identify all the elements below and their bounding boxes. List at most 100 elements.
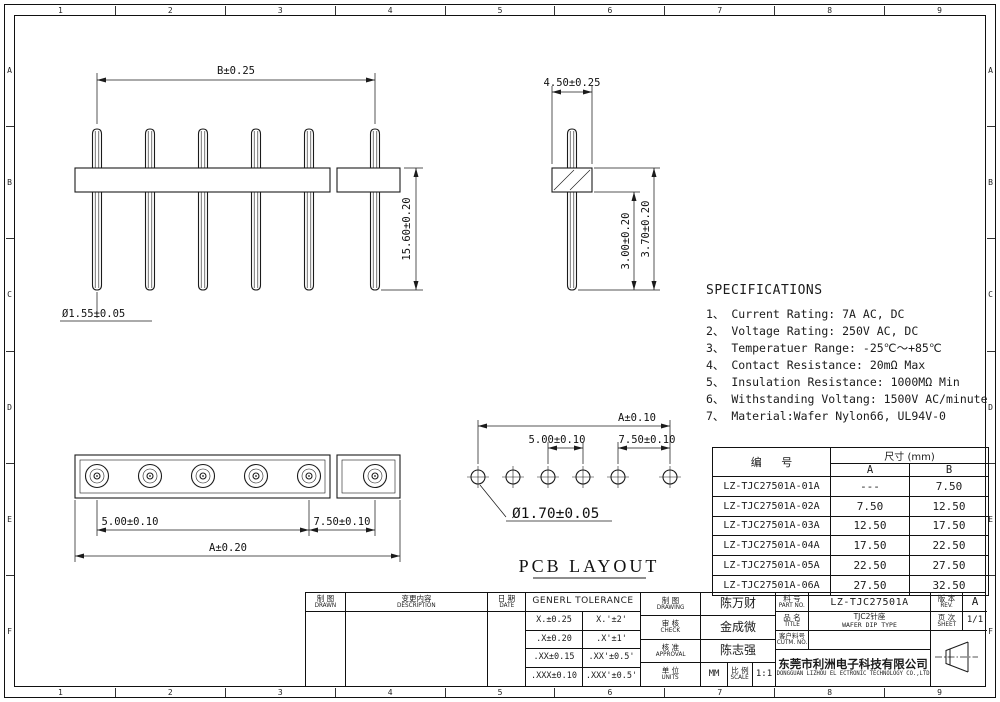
- grid-col-label: 1: [58, 5, 63, 15]
- rev-label-en: REV.: [940, 602, 953, 609]
- date-entries: [488, 612, 526, 686]
- col-header-part-no: 编 号: [712, 447, 831, 477]
- rev-value: A: [963, 593, 987, 612]
- dim-b-value: 32.50: [909, 574, 989, 596]
- grid-row-label: B: [5, 126, 14, 238]
- dim-b-label: B±0.25: [217, 65, 255, 77]
- tolerance-linear: .X±0.20: [526, 631, 583, 649]
- spec-item: 7、 Material:Wafer Nylon66, UL94V-0: [706, 409, 946, 423]
- sheet-header: 页 次 SHEET: [931, 612, 963, 631]
- description-label-en: DESCRIPTION: [397, 602, 436, 609]
- pcb-dim-pitch-label: 5.00±0.10: [529, 434, 586, 446]
- dim-b-value: 22.50: [909, 535, 989, 557]
- date-header: 日 期 DATE: [488, 593, 526, 612]
- product-name-en: WAFER DIP TYPE: [842, 620, 897, 629]
- check-label-en: CHECK: [660, 627, 681, 635]
- approval-label-en: APPROVAL: [655, 651, 686, 658]
- drawn-header: 制 图 DRAWN: [306, 593, 346, 612]
- table-row: LZ-TJC27501A-03A 12.50 17.50: [712, 515, 989, 537]
- check-label-cn: 审 核: [661, 619, 680, 629]
- company-name-cn: 东莞市利洲电子科技有限公司: [778, 657, 928, 672]
- company-name-en: DONGGUAN LIZHOU EL ECTRONIC TECHNOLOGY C…: [776, 670, 930, 678]
- approval-label-cn: 核 准: [661, 642, 680, 652]
- grid-col-label: 7: [664, 687, 774, 697]
- grid-col-label: 1: [58, 687, 63, 697]
- dim-b-value: 17.50: [909, 515, 989, 537]
- title-header: 品 名 TITLE: [776, 612, 809, 631]
- col-header-a: A: [830, 463, 910, 477]
- grid-col-label: 4: [334, 687, 445, 697]
- units-label-en: UNITS: [661, 674, 680, 682]
- table-row: LZ-TJC27501A-06A 27.50 32.50: [712, 574, 989, 596]
- rev-label-cn: 版 本: [937, 593, 956, 603]
- tolerance-angular: .X'±1': [583, 631, 641, 649]
- table-row: LZ-TJC27501A-01A --- 7.50: [712, 476, 989, 497]
- spec-item: 1、 Current Rating: 7A AC, DC: [706, 307, 905, 321]
- title-block: 制 图 DRAWN 变更内容 DESCRIPTION 日 期 DATE GENE…: [305, 592, 987, 686]
- dim-total-label: 3.70±0.20: [640, 201, 652, 258]
- pcb-layout-drawing: A±0.10 5.00±0.10 7.50±0.10 Ø1.70±0.05 PC…: [466, 412, 682, 579]
- grid-col-label: 8: [774, 5, 884, 15]
- grid-row-label: E: [5, 462, 14, 575]
- sheet-label-en: SHEET: [937, 621, 956, 628]
- dim-b-value: 27.50: [909, 555, 989, 576]
- outer-frame-border: [4, 4, 996, 698]
- drawn-label-cn: 制 图: [316, 593, 335, 603]
- check-header: 审 核 CHECK: [641, 616, 701, 640]
- grid-col-label: 3: [224, 687, 335, 697]
- dim-body-width-label: 4.50±0.25: [544, 77, 601, 89]
- spec-item: 5、 Insulation Resistance: 1000MΩ Min: [706, 375, 960, 389]
- part-number: LZ-TJC27501A-03A: [712, 515, 831, 537]
- tolerance-angular: .XXX'±0.5': [583, 668, 641, 686]
- single-pin-view-drawing: 4.50±0.25 3.00±0.20 3.70±0.20: [544, 77, 660, 291]
- scale-header: 比 例 SCALE: [728, 663, 753, 686]
- dim-a-value: 22.50: [830, 555, 910, 576]
- grid-col-label: 9: [884, 5, 994, 15]
- tolerance-linear: X.±0.25: [526, 612, 583, 631]
- grid-col-label: 2: [114, 5, 225, 15]
- customer-no-header: 客户料号 CUTM. NO.: [776, 631, 809, 650]
- part-number: LZ-TJC27501A-04A: [712, 535, 831, 557]
- title-label-en: TITLE: [784, 621, 800, 628]
- specifications-title: SPECIFICATIONS: [706, 283, 823, 298]
- grid-col-label: 7: [664, 5, 774, 15]
- pin-body-section: [551, 167, 593, 193]
- check-signature: 金成微: [701, 616, 776, 640]
- inner-frame-border: [14, 15, 986, 687]
- rev-header: 版 本 REV.: [931, 593, 963, 612]
- grid-row-label: F: [5, 574, 14, 687]
- scale-value: 1:1: [753, 663, 776, 686]
- pcb-dim-end-label: 7.50±0.10: [619, 434, 676, 446]
- grid-ruler-right: A B C D E F: [986, 15, 995, 687]
- grid-col-label: 6: [554, 687, 664, 697]
- customer-no-value: [809, 631, 931, 650]
- grid-row-label: A: [988, 66, 993, 76]
- wafer-body: [74, 167, 331, 193]
- wafer-body-end: [336, 167, 401, 193]
- grid-row-label: D: [5, 350, 14, 463]
- table-row: LZ-TJC27501A-04A 17.50 22.50: [712, 535, 989, 557]
- grid-row-label: E: [986, 462, 995, 575]
- part-no-label-en: PART NO.: [778, 602, 806, 609]
- dim-pitch-label: 5.00±0.10: [102, 516, 159, 528]
- dim-a-value: 7.50: [830, 495, 910, 517]
- tolerance-linear: .XXX±0.10: [526, 668, 583, 686]
- grid-col-label: 4: [334, 5, 445, 15]
- description-label-cn: 变更内容: [401, 593, 432, 603]
- grid-col-label: 3: [224, 5, 335, 15]
- scale-label-en: SCALE: [730, 674, 750, 682]
- dim-a-value: ---: [830, 476, 910, 497]
- sheet-value: 1/1: [963, 612, 987, 631]
- grid-row-label: D: [986, 350, 995, 463]
- description-header: 变更内容 DESCRIPTION: [346, 593, 488, 612]
- side-view-drawing: B±0.25 15.60±0.20 Ø1.55±0.05: [60, 65, 423, 322]
- drawing-label-en: DRAWING: [656, 604, 685, 611]
- grid-ruler-bottom: 1 2 3 4 5 6 7 8 9: [6, 687, 994, 697]
- pcb-dim-overall-label: A±0.10: [618, 412, 656, 424]
- part-number: LZ-TJC27501A-05A: [712, 555, 831, 576]
- customer-no-label-en: CUTM. NO.: [776, 639, 808, 647]
- drawing-signature: 陈万财: [701, 593, 776, 616]
- units-value: MM: [701, 663, 728, 686]
